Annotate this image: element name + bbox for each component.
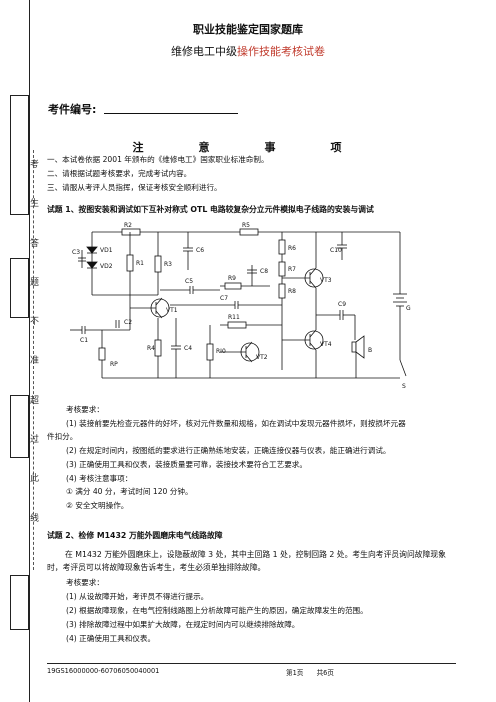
q1-req: (3) 正确使用工具和仪表，装接质量要可靠，装接技术要符合工艺要求。 [66, 460, 307, 469]
notice-heading: 注 意 事 项 [132, 141, 364, 154]
label-c5: C5 [185, 278, 193, 285]
label-r2: R2 [124, 222, 132, 229]
label-vt4: VT4 [320, 341, 332, 348]
label-c1: C1 [80, 337, 88, 344]
notice-item: 三、请服从考评人员指挥，保证考核安全顺利进行。 [47, 183, 222, 192]
label-r3: R3 [164, 261, 172, 268]
binding-dashed-line [33, 150, 34, 570]
label-rp: RP [110, 361, 118, 368]
side-char: 题 [30, 278, 40, 288]
label-r7: R7 [288, 266, 296, 273]
q1-title: 试题 1、按图安装和调试如下互补对称式 OTL 电路较复杂分立元件模拟电子线路的… [47, 205, 374, 214]
label-r6: R6 [288, 245, 296, 252]
q2-req: (1) 从设故障开始，考评员不得进行提示。 [66, 592, 209, 601]
notice-item: 二、请根据试题考核要求，完成考试内容。 [47, 169, 192, 178]
side-char: 线 [30, 514, 40, 524]
q1-req: (2) 在规定时间内，按图纸的要求进行正确熟练地安装，正确连接仪器与仪表，能正确… [66, 446, 391, 455]
q2-paragraph: 在 M1432 万能外圆磨床上，设隐蔽故障 3 处，其中主回路 1 处，控制回路… [47, 550, 446, 572]
subtitle-red: 操作技能考核试卷 [237, 45, 325, 58]
binding-line [29, 0, 30, 702]
q1-req: ② 安全文明操作。 [66, 501, 129, 510]
label-r10: RI0 [216, 348, 226, 355]
notice-item: 一、本试卷依据 2001 年颁布的《维修电工》国家职业标准命制。 [47, 155, 269, 164]
binding-box-1 [10, 95, 29, 215]
label-r8: R8 [288, 288, 296, 295]
label-r5: R5 [242, 222, 250, 229]
label-c2: C2 [124, 319, 132, 326]
side-char: 答 [30, 239, 40, 249]
footer-divider [47, 663, 456, 664]
label-c3: C3 [72, 249, 80, 256]
side-char: 不 [30, 317, 40, 327]
paper-no-field[interactable] [104, 113, 238, 114]
subtitle-prefix: 维修电工中级 [171, 45, 237, 58]
binding-box-4 [10, 575, 29, 630]
q1-req: 件扣分。 [47, 432, 78, 441]
binding-box-2 [10, 258, 29, 318]
side-char: 此 [30, 474, 40, 484]
label-r11: R11 [228, 314, 240, 321]
side-char: 考 [30, 160, 40, 170]
label-vt3: VT3 [320, 277, 332, 284]
page-title: 职业技能鉴定国家题库 [193, 23, 303, 36]
side-char: 超 [30, 396, 40, 406]
side-char: 过 [30, 435, 40, 445]
footer-page: 第1页 共6页 [286, 669, 334, 677]
q1-req-title: 考核要求： [66, 405, 104, 414]
label-r4: R4 [147, 345, 155, 352]
label-b: B [368, 347, 372, 354]
paper-no-label: 考件编号: [48, 103, 97, 116]
q1-req: ① 满分 40 分，考试时间 120 分钟。 [66, 487, 193, 496]
label-r9: R9 [228, 275, 236, 282]
q2-req: (3) 排除故障过程中如果扩大故障，在规定时间内可以继续排除故障。 [66, 620, 300, 629]
page-subtitle: 维修电工中级操作技能考核试卷 [0, 43, 496, 59]
label-c4: C4 [184, 345, 192, 352]
label-vt2: VT2 [256, 354, 268, 361]
q2-req-title: 考核要求： [66, 578, 104, 587]
footer-code: 19GS16000000-60706050040001 [47, 667, 160, 675]
label-g: G [406, 305, 411, 312]
label-vt1: VT1 [166, 307, 178, 314]
q2-title: 试题 2、检修 M1432 万能外圆磨床电气线路故障 [47, 531, 223, 540]
label-c10: C10 [330, 247, 342, 254]
label-c9: C9 [338, 301, 346, 308]
label-c8: C8 [260, 268, 268, 275]
otl-circuit-diagram: R2 R5 VD1 VD2 C3 R1 R3 C6 VT1 C5 R9 C8 R… [70, 222, 411, 390]
label-s: S [402, 383, 406, 390]
binding-box-3 [10, 395, 29, 458]
side-char: 生 [30, 199, 40, 209]
q1-req: (4) 考核注意事项： [66, 474, 133, 483]
label-vd2: VD2 [100, 263, 113, 270]
label-r1: R1 [136, 260, 144, 267]
q1-req: (1) 装接前要先检查元器件的好坏，核对元件数量和规格，如在调试中发现元器件损坏… [66, 419, 406, 428]
q2-req: (4) 正确使用工具和仪表。 [66, 634, 156, 643]
label-c7: C7 [220, 295, 228, 302]
q2-req: (2) 根据故障现象，在电气控制线路图上分析故障可能产生的原因，确定故障发生的范… [66, 606, 368, 615]
label-c6: C6 [196, 247, 204, 254]
label-vd1: VD1 [100, 247, 113, 254]
side-char: 准 [30, 356, 40, 366]
